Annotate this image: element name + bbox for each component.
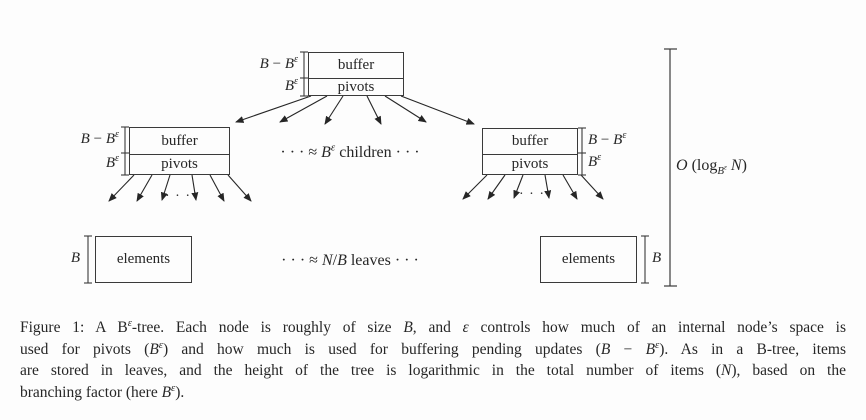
root-pivots-label: pivots — [337, 78, 375, 95]
caption-line-3: are stored in leaves, and the height of … — [20, 362, 846, 379]
left-child-buffer-size-label: B − Bε — [80, 129, 119, 147]
right-child-fan-arrows — [462, 174, 604, 200]
right-leaf-label: elements — [561, 251, 616, 267]
left-leaf-box: elements — [95, 236, 192, 283]
root-node-box: buffer pivots — [308, 52, 404, 96]
right-child-buffer-row: buffer — [483, 129, 577, 155]
right-leaf-row: elements — [541, 237, 636, 282]
left-child-pivots-size-label: Bε — [105, 153, 119, 171]
root-buffer-size-label: B − Bε — [259, 54, 298, 72]
figure-caption: Figure 1: A Bε-tree. Each node is roughl… — [20, 317, 846, 403]
right-child-buffer-label: buffer — [511, 133, 549, 149]
right-child-pivots-size-label: Bε — [588, 152, 602, 170]
tree-height-bracket — [664, 48, 677, 287]
left-fan-ellipsis: · · · — [165, 189, 191, 204]
tree-edges-layer — [84, 48, 677, 287]
left-child-node-box: buffer pivots — [129, 127, 230, 175]
right-child-pivots-row: pivots — [483, 155, 577, 174]
right-leaf-size-label: B — [652, 250, 662, 266]
caption-line-2: used for pivots (Bε) and how much is use… — [20, 339, 846, 358]
caption-line-4: branching factor (here Bε). — [20, 382, 185, 401]
root-buffer-label: buffer — [337, 57, 375, 73]
left-leaf-size-label: B — [70, 250, 80, 266]
right-fan-ellipsis: · · · — [519, 187, 545, 202]
left-child-buffer-label: buffer — [161, 132, 198, 149]
root-pivots-size-label: Bε — [284, 76, 298, 94]
left-child-buffer-row: buffer — [130, 128, 229, 155]
left-child-fan-arrows — [108, 174, 252, 202]
left-child-pivots-row: pivots — [130, 155, 229, 174]
root-buffer-row: buffer — [309, 53, 403, 79]
left-leaf-row: elements — [96, 237, 191, 282]
left-leaf-label: elements — [116, 251, 171, 267]
tree-height-note: O (logBε N) — [676, 157, 747, 178]
caption-line-1: Figure 1: A Bε-tree. Each node is roughl… — [20, 317, 846, 336]
leaves-count-note: · · · ≈ N/B leaves · · · — [281, 252, 419, 269]
left-child-pivots-label: pivots — [161, 156, 198, 172]
right-leaf-box: elements — [540, 236, 637, 283]
right-child-node-box: buffer pivots — [482, 128, 578, 175]
node-size-brackets — [84, 51, 649, 284]
root-pivots-row: pivots — [309, 79, 403, 95]
right-child-pivots-label: pivots — [511, 156, 549, 172]
children-count-note: · · · ≈ Bε children · · · — [280, 141, 420, 161]
right-child-buffer-size-label: B − Bε — [588, 130, 627, 148]
root-fan-arrows — [235, 95, 475, 125]
